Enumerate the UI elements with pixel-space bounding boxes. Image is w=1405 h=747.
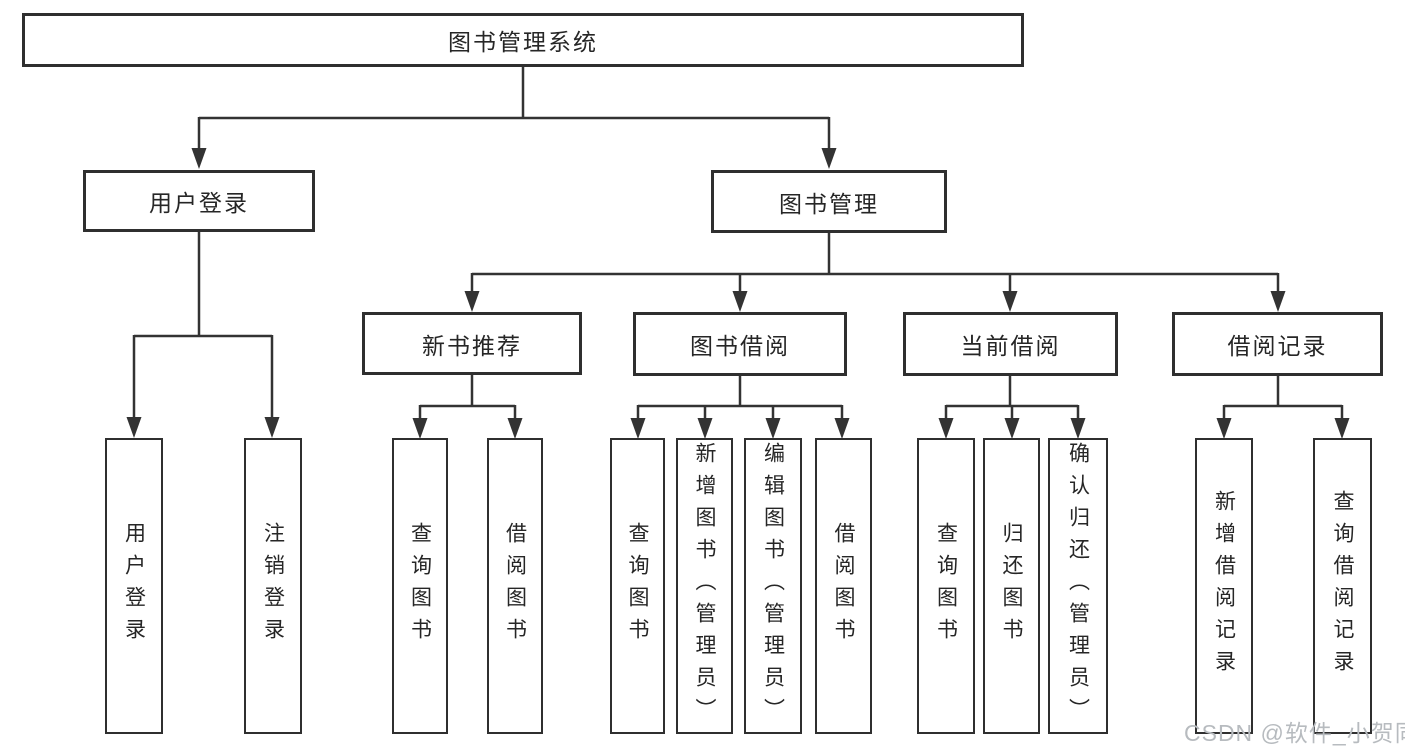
node-book-management-label: 图书管理 — [779, 190, 879, 217]
leaf-recommend-borrow-books-label: 借阅图书 — [503, 522, 527, 650]
node-borrow-records-label: 借阅记录 — [1227, 333, 1328, 359]
leaf-borrow-edit-books-admin-label: 编辑图书（管理员） — [761, 442, 785, 730]
leaf-user-login: 用户登录 — [105, 438, 163, 734]
leaf-recommend-query-books-label: 查询图书 — [408, 522, 432, 650]
leaf-current-query-books: 查询图书 — [917, 438, 975, 734]
arrowhead-icons — [126, 148, 1350, 439]
node-book-borrow: 图书借阅 — [633, 312, 847, 376]
node-library-system: 图书管理系统 — [22, 13, 1024, 67]
csdn-watermark: CSDN @软件_小贺同学 — [1184, 720, 1405, 746]
leaf-logout: 注销登录 — [244, 438, 302, 734]
node-library-system-label: 图书管理系统 — [448, 29, 598, 55]
leaf-recommend-borrow-books: 借阅图书 — [487, 438, 543, 734]
node-book-management: 图书管理 — [711, 170, 947, 233]
leaf-recommend-query-books: 查询图书 — [392, 438, 448, 734]
leaf-borrow-add-books-admin-label: 新增图书（管理员） — [693, 442, 716, 730]
node-book-borrow-label: 图书借阅 — [690, 333, 790, 359]
leaf-borrow-query-books-label: 查询图书 — [626, 522, 649, 650]
node-current-borrow-label: 当前借阅 — [960, 333, 1061, 359]
leaf-borrow-borrow-books: 借阅图书 — [815, 438, 872, 734]
leaf-current-confirm-return-admin: 确认归还（管理员） — [1048, 438, 1108, 734]
node-user-login: 用户登录 — [83, 170, 315, 232]
leaf-borrow-query-books: 查询图书 — [610, 438, 665, 734]
leaf-user-login-label: 用户登录 — [122, 522, 146, 650]
leaf-current-return-books-label: 归还图书 — [1000, 522, 1023, 650]
leaf-current-query-books-label: 查询图书 — [934, 522, 958, 650]
leaf-records-query-record: 查询借阅记录 — [1313, 438, 1372, 734]
node-new-book-recommend-label: 新书推荐 — [422, 332, 522, 359]
leaf-records-add-record: 新增借阅记录 — [1195, 438, 1253, 734]
node-borrow-records: 借阅记录 — [1172, 312, 1383, 376]
leaf-borrow-borrow-books-label: 借阅图书 — [832, 522, 855, 650]
leaf-records-query-record-label: 查询借阅记录 — [1331, 490, 1354, 682]
leaf-logout-label: 注销登录 — [261, 522, 285, 650]
leaf-borrow-edit-books-admin: 编辑图书（管理员） — [744, 438, 802, 734]
node-current-borrow: 当前借阅 — [903, 312, 1118, 376]
node-user-login-label: 用户登录 — [149, 190, 249, 216]
leaf-borrow-add-books-admin: 新增图书（管理员） — [676, 438, 733, 734]
leaf-records-add-record-label: 新增借阅记录 — [1212, 490, 1236, 682]
leaf-current-return-books: 归还图书 — [983, 438, 1040, 734]
leaf-current-confirm-return-admin-label: 确认归还（管理员） — [1066, 442, 1090, 730]
node-new-book-recommend: 新书推荐 — [362, 312, 582, 375]
